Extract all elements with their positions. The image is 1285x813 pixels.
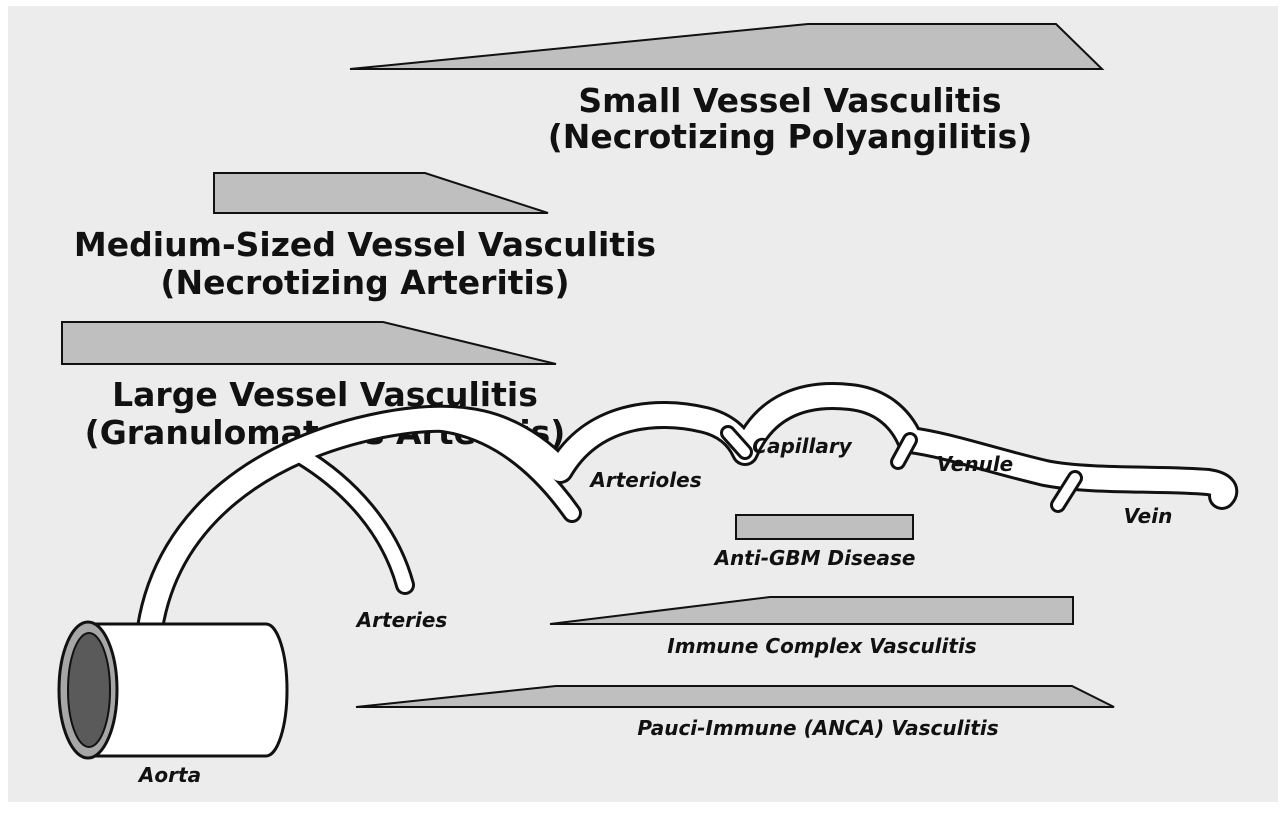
aorta-label: Aorta [137, 763, 201, 787]
aorta-lumen [68, 633, 110, 747]
capillary-label: Capillary [752, 434, 852, 458]
pauci-immune-label: Pauci-Immune (ANCA) Vasculitis [637, 716, 998, 740]
medium-vessel-subtitle: (Necrotizing Arteritis) [160, 263, 569, 302]
small-vessel-title: Small Vessel Vasculitis [578, 81, 1001, 120]
medium-vessel-title: Medium-Sized Vessel Vasculitis [74, 225, 656, 264]
anti-gbm-bar [736, 515, 913, 539]
aorta-cylinder [59, 622, 287, 758]
arterioles-label: Arterioles [588, 468, 701, 492]
arteries-label: Arteries [355, 608, 448, 632]
anti-gbm-label: Anti-GBM Disease [713, 546, 916, 570]
small-vessel-subtitle: (Necrotizing Polyangilitis) [548, 117, 1033, 156]
aorta-body [90, 624, 287, 756]
vein-label: Vein [1124, 504, 1173, 528]
venule-label: Venule [937, 452, 1013, 476]
immune-complex-label: Immune Complex Vasculitis [667, 634, 977, 658]
